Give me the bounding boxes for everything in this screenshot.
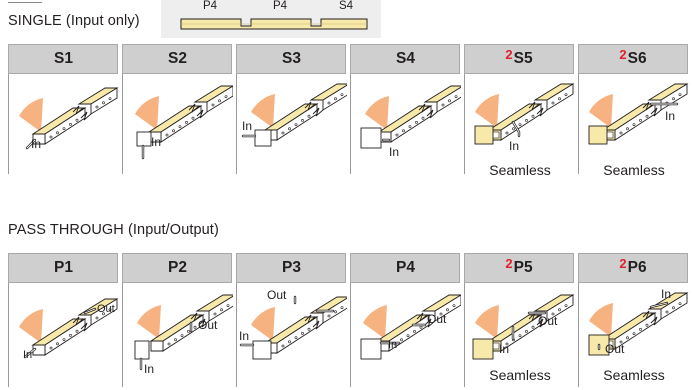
tag-in: In [665, 109, 676, 123]
legend-strip-diagram [180, 18, 368, 30]
card-s1: S1 In [8, 44, 119, 174]
card-label: P1 [54, 259, 73, 276]
led-strip-illustration [239, 295, 347, 360]
card-illustration: In [8, 74, 119, 174]
tag-out: Out [97, 303, 115, 315]
card-header: P1 [8, 253, 118, 283]
tag-in: In [242, 119, 253, 133]
legend-label-p4-middle: P4 [273, 0, 288, 12]
card-header: S2 [122, 44, 232, 74]
tag-in: In [23, 349, 33, 361]
tag-out: Out [605, 342, 625, 356]
card-p4: P4 Out In [350, 253, 461, 387]
tag-in: In [661, 287, 672, 301]
tag-in: In [151, 135, 162, 149]
card-label: S3 [282, 50, 301, 67]
led-strip-illustration [360, 294, 461, 360]
card-header: P4 [350, 253, 460, 283]
led-strip-illustration [241, 83, 347, 147]
card-label: P6 [627, 259, 647, 276]
tag-in: In [239, 329, 250, 343]
card-label: S6 [627, 50, 647, 67]
legend-label-p4-left: P4 [203, 0, 218, 12]
card-illustration: In Out Seamless [578, 283, 689, 387]
tag-in: In [31, 137, 42, 151]
card-illustration: Out In [8, 283, 119, 387]
card-illustration: In [236, 74, 347, 174]
section-title-single: SINGLE (Input only) [8, 13, 140, 29]
led-strip-illustration [474, 83, 575, 145]
connection-legend: P4 P4 S4 [161, 0, 381, 38]
tag-in: In [499, 342, 510, 356]
card-illustration: Out In Seamless [464, 283, 575, 387]
card-header: S1 [8, 44, 118, 74]
card-label: S1 [54, 50, 73, 67]
card-p1: P1 Out In [8, 253, 119, 387]
card-header: S4 [350, 44, 460, 74]
section-title-pass-through: PASS THROUGH (Input/Output) [8, 222, 219, 238]
led-strip-illustration [360, 85, 461, 149]
card-illustration: In [350, 74, 461, 174]
led-strip-illustration [588, 83, 689, 145]
tag-in: In [389, 145, 400, 159]
card-p3: P3 Out In [236, 253, 347, 387]
card-label: P4 [396, 259, 415, 276]
tag-in: In [144, 362, 155, 376]
card-label: S2 [168, 50, 187, 67]
card-illustration: In Seamless [578, 74, 689, 178]
tag-in: In [388, 339, 398, 351]
card-s3: S3 In [236, 44, 347, 174]
card-label: P3 [282, 259, 301, 276]
card-p2: P2 Out In [122, 253, 233, 387]
card-header: S3 [236, 44, 346, 74]
seamless-note: Seamless [489, 367, 551, 383]
legend-label-s4: S4 [339, 0, 354, 12]
tag-in: In [509, 139, 520, 153]
led-strip-illustration [134, 294, 233, 371]
seamless-note: Seamless [603, 367, 665, 383]
card-s4: S4 In [350, 44, 461, 174]
tag-out: Out [538, 314, 558, 328]
card-header: P2 [122, 253, 232, 283]
led-strip-illustration [472, 294, 575, 360]
seamless-note: Seamless [603, 162, 665, 178]
card-header: P3 [236, 253, 346, 283]
card-illustration: In Seamless [464, 74, 575, 178]
card-illustration: Out In [122, 283, 233, 387]
card-illustration: Out In [350, 283, 461, 387]
top-divider [8, 2, 42, 3]
led-strip-illustration [19, 87, 119, 150]
led-strip-illustration [135, 85, 233, 160]
tag-out: Out [198, 318, 218, 332]
led-strip-illustration [19, 298, 119, 359]
tag-out: Out [427, 312, 447, 326]
card-label: P5 [513, 259, 533, 276]
card-label: S4 [396, 50, 415, 67]
card-illustration: In [122, 74, 233, 174]
card-label: S5 [513, 50, 533, 67]
card-s2: S2 In [122, 44, 233, 174]
card-label: P2 [168, 259, 187, 276]
card-illustration: Out In [236, 283, 347, 387]
led-strip-illustration [588, 292, 689, 356]
tag-out: Out [267, 288, 287, 302]
seamless-note: Seamless [489, 162, 551, 178]
